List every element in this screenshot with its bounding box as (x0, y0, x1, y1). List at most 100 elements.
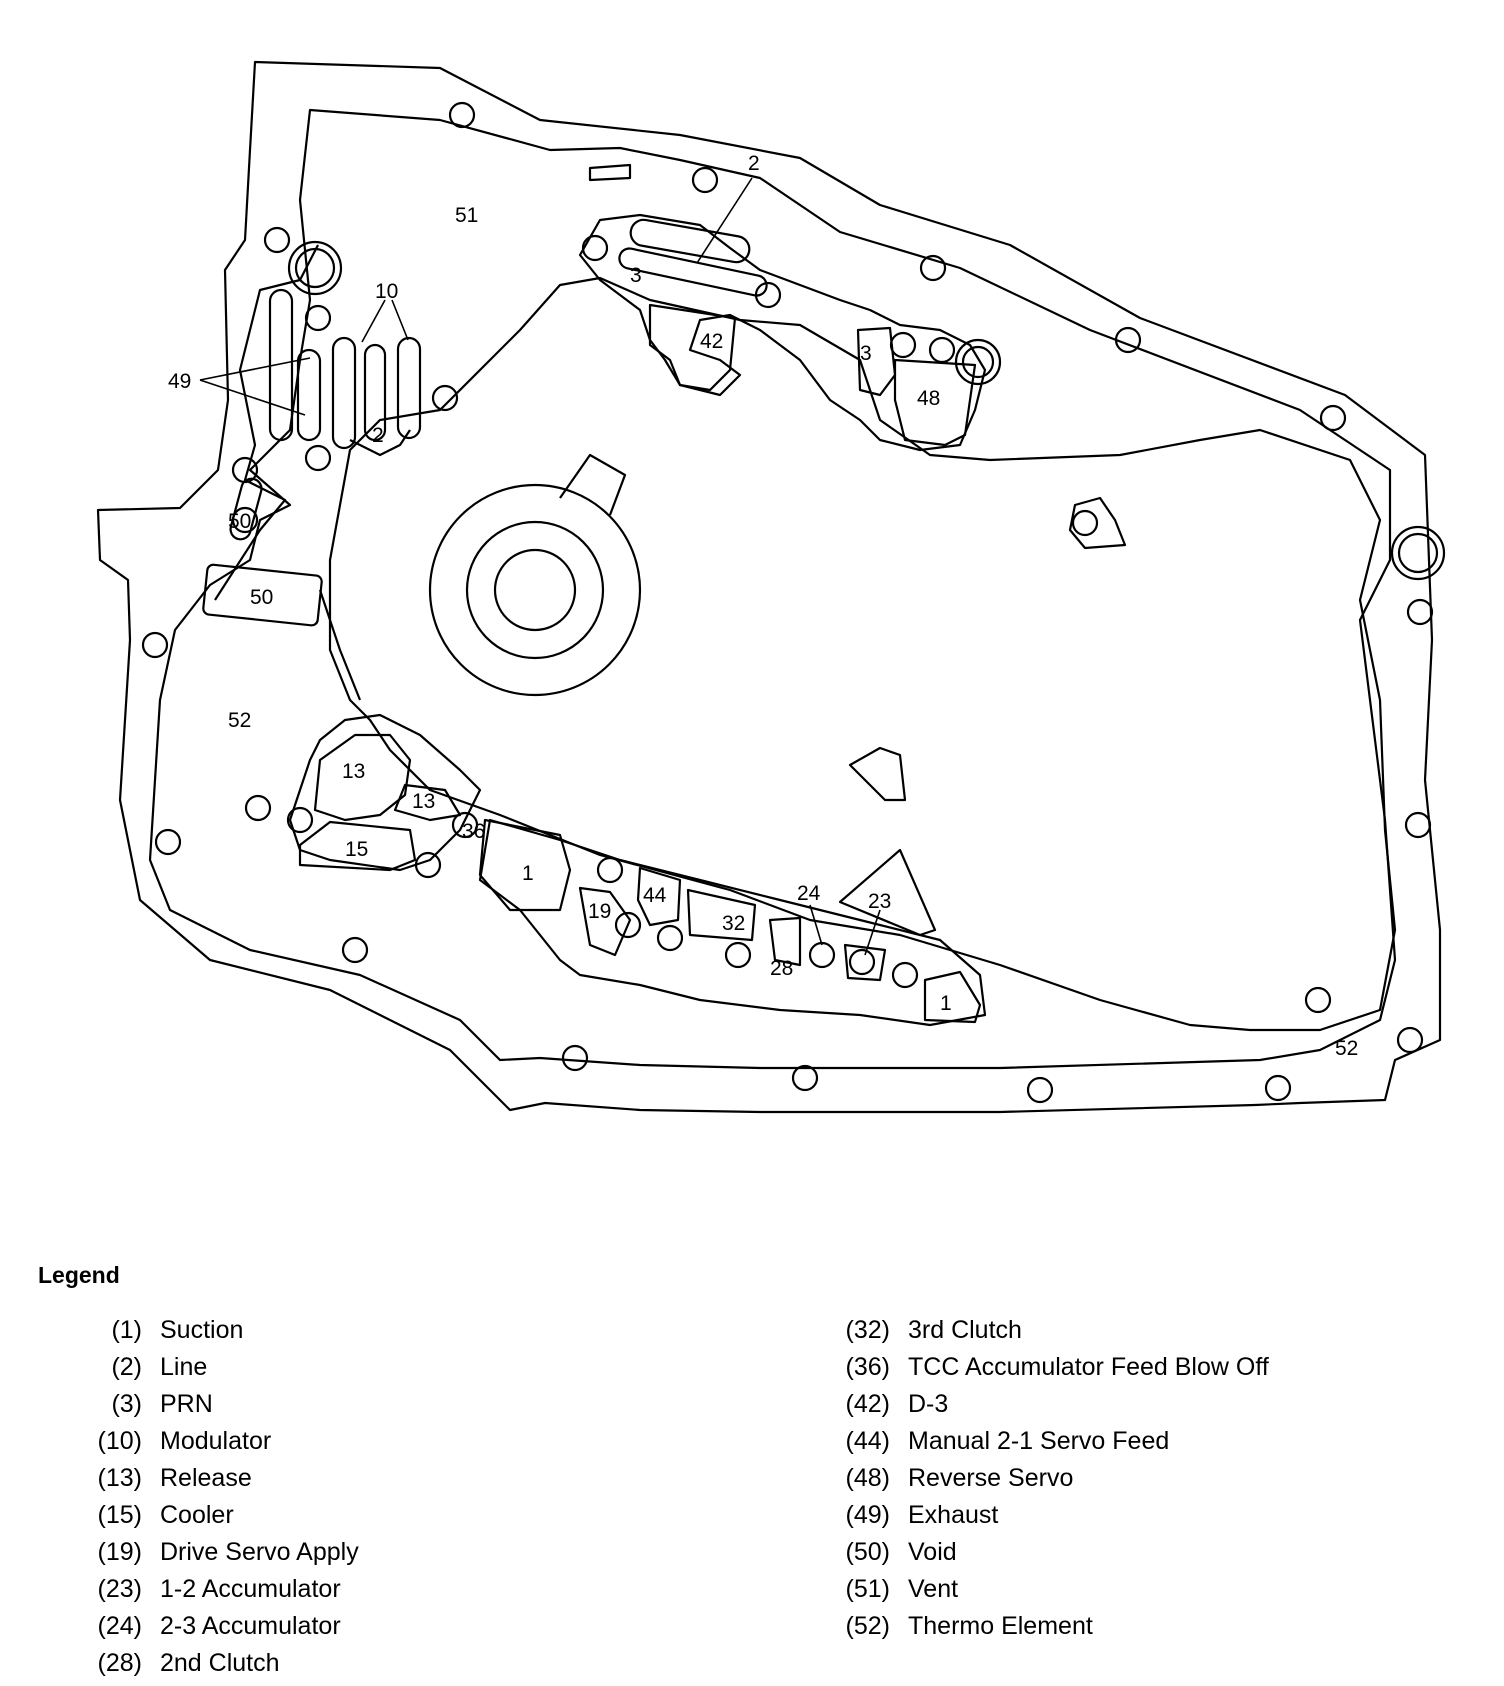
gasket-outer-outline (96, 60, 1442, 1114)
leader-lines (199, 177, 881, 956)
legend-name: Manual 2-1 Servo Feed (908, 1427, 1170, 1455)
label-modulator: 10 (375, 280, 398, 303)
legend-name: Vent (908, 1575, 959, 1603)
legend-item: (32)3rd Clutch (828, 1316, 1022, 1353)
legend-name: PRN (160, 1390, 213, 1418)
slot-10a (331, 336, 357, 450)
dowel-ring-right-outer (1390, 525, 1446, 581)
legend-item: (3) PRN (80, 1390, 212, 1427)
legend-item: (1)Suction (80, 1316, 243, 1353)
legend-name: Thermo Element (908, 1612, 1093, 1640)
channel-line-small (349, 429, 411, 457)
label-line-small: 2 (372, 424, 384, 447)
legend-item: (10) Modulator (80, 1427, 272, 1464)
left-lower-cluster (288, 713, 482, 872)
cavity-triangle (838, 848, 937, 937)
label-void-small: 50 (228, 510, 251, 533)
gasket-diagram: 51 2 3 10 49 2 42 3 48 50 50 52 13 13 36… (96, 60, 1446, 1114)
legend-code: (28) (97, 1649, 142, 1677)
release-13-big (313, 733, 412, 822)
label-accum-23: 24 (797, 882, 821, 905)
legend-item: (24)2-3 Accumulator (80, 1612, 341, 1649)
legend-code: (1) (111, 1316, 142, 1344)
legend-code: (15) (97, 1501, 142, 1529)
dowel-ring-right-inner (1397, 532, 1439, 574)
legend-name: 3rd Clutch (908, 1316, 1022, 1344)
box-28 (768, 916, 802, 967)
legend-title: Legend (38, 1262, 120, 1288)
legend-code: (48) (845, 1464, 890, 1492)
legend-item: (19) Drive Servo Apply (80, 1538, 359, 1575)
slot-10c (396, 336, 422, 440)
legend-code: (44) (845, 1427, 890, 1455)
slot-10b (363, 343, 387, 442)
center-boss-inner (493, 548, 577, 632)
label-d3: 42 (700, 330, 723, 353)
slot-line-top (629, 218, 751, 264)
dowel-ring-left-outer (287, 240, 343, 296)
legend-item: (49)Exhaust (828, 1501, 999, 1538)
legend-name: D-3 (908, 1390, 949, 1418)
label-thermo-right: 52 (1335, 1037, 1358, 1060)
legend-column-right: (32)3rd Clutch (36)TCC Accumulator Feed … (828, 1316, 1269, 1649)
legend-name: 2nd Clutch (160, 1649, 280, 1677)
box-44 (636, 866, 682, 927)
dowel-ring-48-outer (954, 338, 1002, 386)
legend-item: (15)Cooler (80, 1501, 234, 1538)
legend-item: (52) Thermo Element (828, 1612, 1093, 1649)
legend-name: Modulator (160, 1427, 272, 1455)
slot-prn-top (618, 247, 768, 297)
box-3-right (856, 326, 897, 397)
legend-name: Reverse Servo (908, 1464, 1074, 1492)
cavity-tab-center (848, 746, 907, 802)
label-tcc-feed: 36 (462, 820, 485, 843)
central-cavity (328, 276, 1397, 1032)
label-suction-right: 1 (940, 992, 952, 1015)
legend-code: (3) (111, 1390, 142, 1418)
label-prn-right: 3 (860, 342, 872, 365)
lower-valve-strip (478, 818, 987, 1027)
vent-detail (588, 163, 632, 182)
legend-name: Release (160, 1464, 252, 1492)
label-thermo-left: 52 (228, 709, 251, 732)
label-vent: 51 (455, 204, 478, 227)
slot-49a (268, 288, 294, 442)
box-48 (893, 358, 977, 447)
legend-item: (44) Manual 2-1 Servo Feed (828, 1427, 1170, 1464)
legend-code: (50) (845, 1538, 890, 1566)
legend-code: (10) (97, 1427, 142, 1455)
legend-name: Line (160, 1353, 208, 1381)
legend-code: (51) (845, 1575, 890, 1603)
legend-name: 2-3 Accumulator (160, 1612, 341, 1640)
label-manual-servo: 44 (643, 884, 667, 907)
legend-code: (52) (845, 1612, 890, 1640)
legend-code: (13) (97, 1464, 142, 1492)
legend-code: (19) (97, 1538, 142, 1566)
label-second-clutch: 28 (770, 957, 793, 980)
label-release-small: 13 (412, 790, 435, 813)
legend-column-left: (1)Suction (2)Line (3)PRN (10)Modulator … (80, 1316, 359, 1686)
label-cooler: 15 (345, 838, 368, 861)
slot-49b (296, 348, 322, 442)
legend-name: 1-2 Accumulator (160, 1575, 341, 1603)
label-prn-top: 3 (630, 264, 642, 287)
label-void-box: 50 (250, 586, 273, 609)
label-third-clutch: 32 (722, 912, 745, 935)
legend-item: (48) Reverse Servo (828, 1464, 1074, 1501)
box-50 (202, 563, 323, 627)
label-release-big: 13 (342, 760, 365, 783)
bolt-holes (141, 101, 1434, 1104)
legend-name: Void (908, 1538, 957, 1566)
center-boss-middle (465, 520, 605, 660)
legend-name: Drive Servo Apply (160, 1538, 359, 1566)
label-suction-left: 1 (522, 862, 534, 885)
release-13-small (393, 783, 462, 822)
label-accum-12: 23 (868, 890, 891, 913)
center-boss-tab (559, 453, 627, 516)
region-labels: 51 2 3 10 49 2 42 3 48 50 50 52 13 13 36… (168, 152, 1358, 1060)
cooler-15 (298, 820, 417, 872)
legend-item: (36)TCC Accumulator Feed Blow Off (828, 1353, 1269, 1390)
label-line-top: 2 (748, 152, 760, 175)
legend-code: (2) (111, 1353, 142, 1381)
legend-code: (42) (845, 1390, 890, 1418)
